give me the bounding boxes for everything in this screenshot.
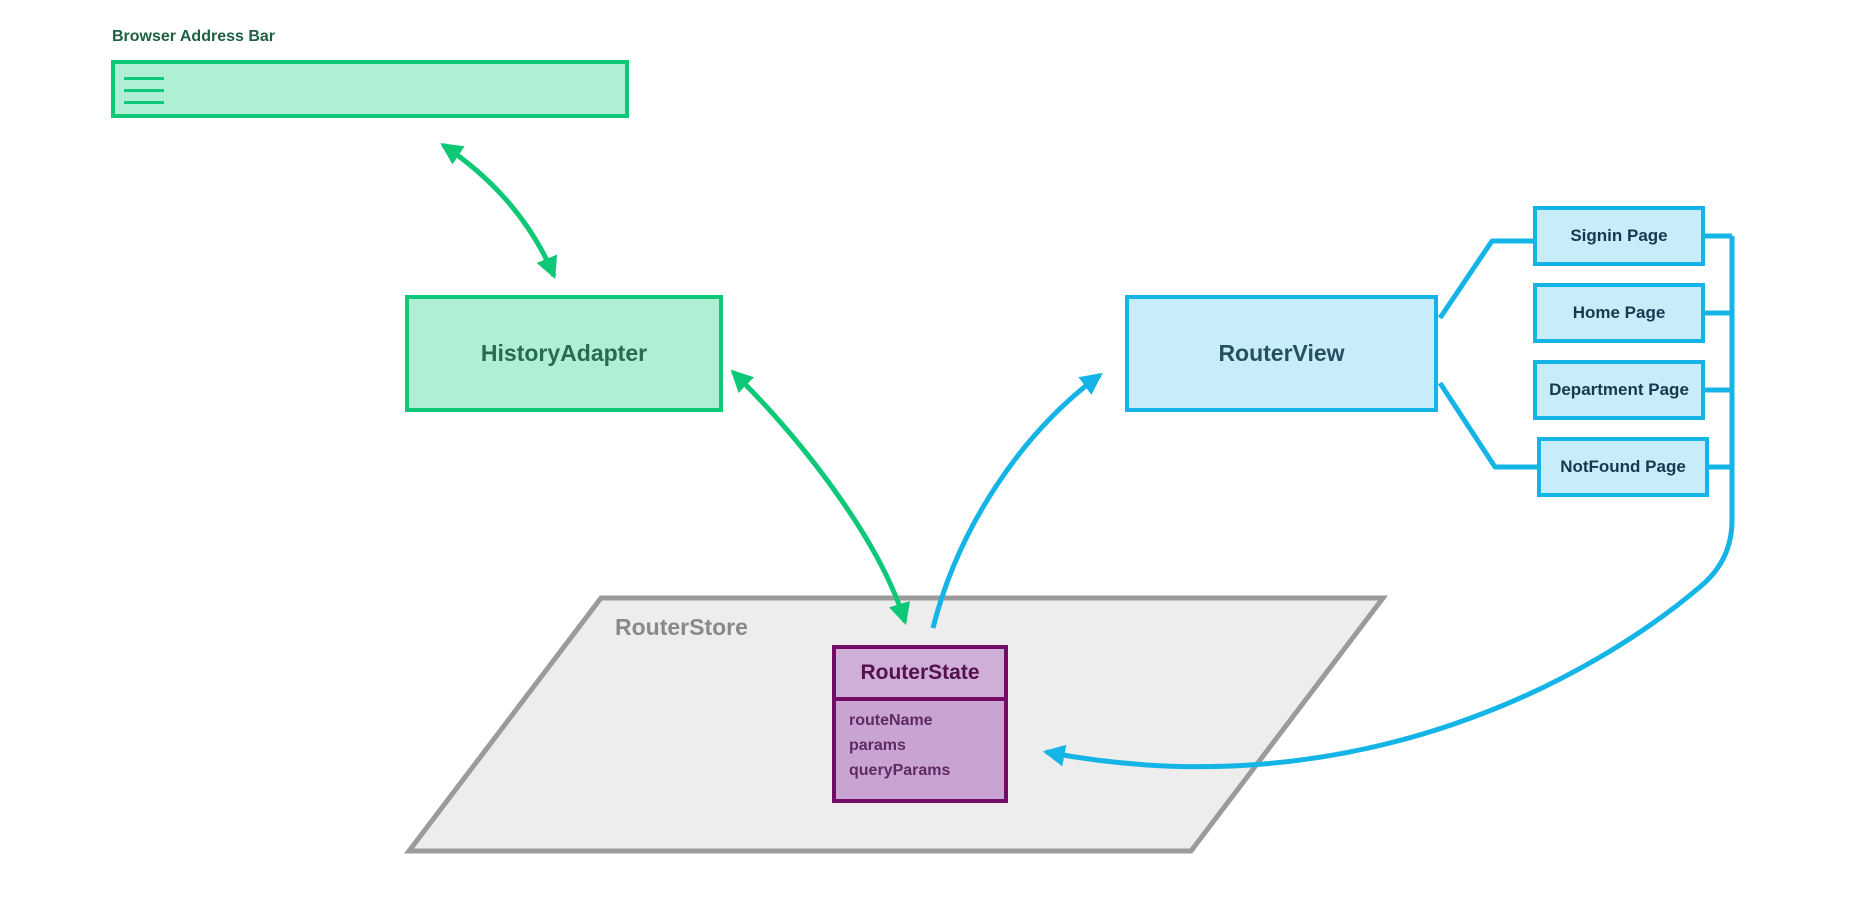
page-node-notfound: NotFound Page xyxy=(1537,437,1709,497)
router-state-fields: routeName params queryParams xyxy=(836,701,1004,799)
edge-historyadapter-routerstate xyxy=(730,369,911,626)
router-view-node: RouterView xyxy=(1125,295,1438,412)
router-store-label: RouterStore xyxy=(615,614,748,640)
page-label: Signin Page xyxy=(1570,226,1668,245)
page-node-department: Department Page xyxy=(1533,360,1705,420)
page-label: Home Page xyxy=(1572,303,1666,322)
address-bar-label: Browser Address Bar xyxy=(112,28,276,45)
menu-icon xyxy=(124,73,166,107)
router-view-label: RouterView xyxy=(1218,340,1345,366)
edge-routerview-signin xyxy=(1437,238,1533,320)
page-label: Department Page xyxy=(1549,380,1689,399)
history-adapter-node: HistoryAdapter xyxy=(405,295,723,412)
router-state-title: RouterState xyxy=(836,649,1004,701)
page-node-signin: Signin Page xyxy=(1533,206,1705,266)
router-state-field: params xyxy=(849,737,906,754)
router-state-field: queryParams xyxy=(849,762,951,779)
page-label: NotFound Page xyxy=(1560,457,1686,476)
router-state-field: routeName xyxy=(849,712,933,729)
router-state-node: RouterState routeName params queryParams xyxy=(832,645,1008,803)
history-adapter-label: HistoryAdapter xyxy=(480,340,648,366)
browser-address-bar xyxy=(111,60,629,118)
page-node-home: Home Page xyxy=(1533,283,1705,343)
edge-addressbar-historyadapter xyxy=(440,142,558,280)
edge-routerview-notfound xyxy=(1437,381,1537,470)
edge-pages-routerstate xyxy=(1042,236,1735,770)
edge-routerstate-routerview xyxy=(930,372,1103,629)
